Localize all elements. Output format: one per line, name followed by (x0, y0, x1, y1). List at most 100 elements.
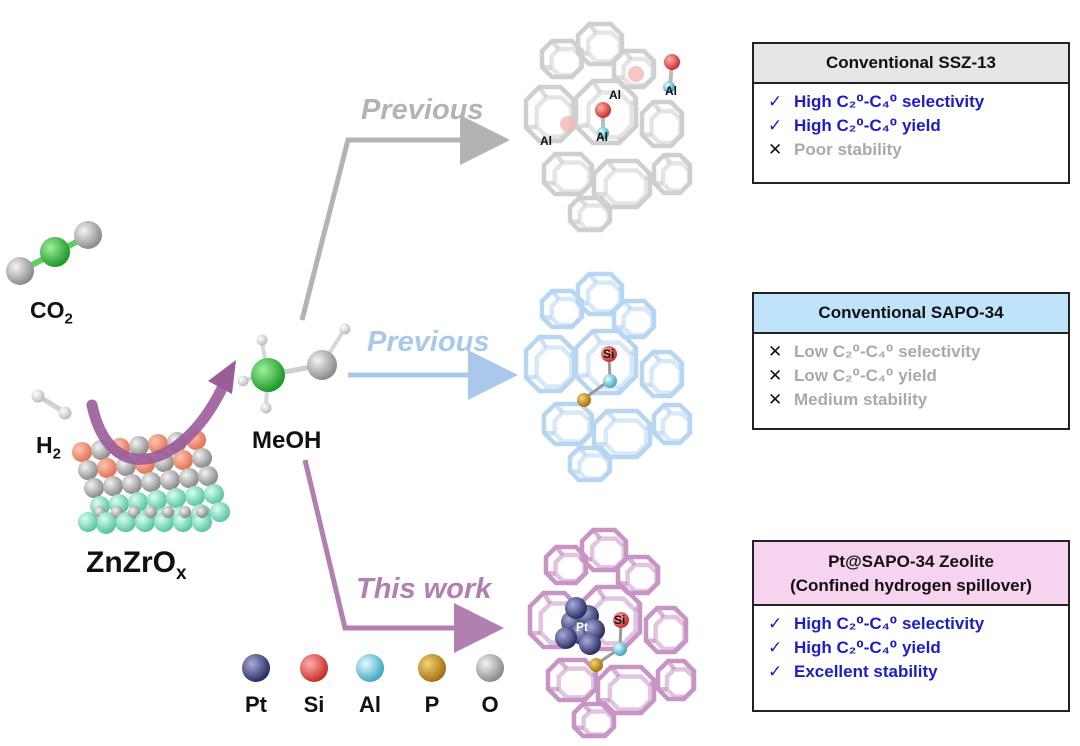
pt-atom (555, 627, 577, 649)
catalyst-sphere (97, 512, 117, 532)
property-list: ✓High C₂⁰-C₄⁰ selectivity ✓High C₂⁰-C₄⁰ … (754, 84, 1068, 166)
cage-bond (587, 164, 595, 172)
pt-sapo34-framework (527, 527, 697, 739)
cage-ring-back (581, 709, 615, 737)
cage-bond (550, 289, 561, 301)
cage-ring-back (660, 411, 692, 443)
cage-bond (626, 555, 637, 567)
list-item: ✓Excellent stability (768, 662, 938, 681)
catalyst-sphere (97, 458, 117, 478)
cage-bond (554, 545, 565, 557)
list-item: ✕Poor stability (768, 140, 902, 159)
al-tag: Al (665, 84, 677, 98)
znzrox-catalyst (72, 430, 230, 534)
cage-bond (603, 733, 608, 738)
cage-bond (644, 422, 652, 431)
cage-bond (605, 159, 617, 172)
cage-bond (606, 456, 613, 463)
cage-bond (575, 372, 589, 379)
cage-bond (541, 314, 552, 320)
cage-bond (581, 556, 593, 562)
catalyst-sphere (204, 484, 224, 504)
cage-bond (591, 528, 602, 541)
catalyst-sphere (141, 472, 161, 492)
cage-bond (557, 658, 569, 671)
cage-ring-back (603, 168, 649, 206)
cage-bond (569, 99, 577, 109)
co2-label: CO2 (30, 297, 73, 328)
property-list: ✕Low C₂⁰-C₄⁰ selectivity ✕Low C₂⁰-C₄⁰ yi… (754, 334, 1068, 416)
cage-bond (553, 152, 565, 165)
cage-bond (657, 686, 668, 692)
pt-cluster (555, 597, 605, 655)
cage-bond (641, 83, 648, 89)
catalyst-sphere (122, 474, 142, 494)
cage-bond (541, 64, 552, 70)
cage-bond (581, 702, 592, 714)
panel-ssz13: Conventional SSZ-13 ✓High C₂⁰-C₄⁰ select… (752, 42, 1070, 184)
si-tag: Si (603, 347, 615, 361)
cage-bond (577, 446, 588, 458)
cage-ring-back (603, 418, 649, 456)
cage-bond (682, 618, 689, 626)
catalyst-sphere (103, 476, 123, 496)
cage-ring-back (556, 666, 596, 700)
cage-bond (678, 439, 684, 445)
cage-bond (682, 695, 688, 701)
cage-bond (668, 391, 675, 397)
legend-label-p: P (424, 692, 440, 717)
cage-bond (678, 112, 685, 120)
cage-bond (587, 22, 598, 35)
cage-bond (650, 310, 657, 317)
cage-bond (591, 670, 599, 678)
panel-pt-sapo34: Pt@SAPO-34 Zeolite (Confined hydrogen sp… (752, 540, 1070, 712)
cage-bond (690, 670, 697, 677)
panel-title: Conventional SAPO-34 (754, 294, 1068, 334)
pathway-arrow-purple (302, 459, 504, 653)
cage-bond (662, 153, 673, 165)
catalyst-sphere (198, 466, 218, 486)
h2-label: H2 (36, 432, 61, 463)
cage-bond (653, 180, 664, 186)
cage-bond (573, 579, 580, 585)
cage-ring-back (664, 667, 696, 699)
pathway-label-gray: Previous (361, 94, 484, 126)
cage-bond (686, 164, 693, 171)
cage-ring-back (653, 614, 687, 652)
al-tag: Al (596, 130, 608, 144)
pt-tag: Pt (576, 620, 588, 634)
cage-bond (537, 335, 549, 349)
cage-ring-back (577, 203, 611, 231)
cage-bond (617, 580, 628, 586)
legend-label-pt: Pt (245, 692, 267, 717)
list-item: ✓High C₂⁰-C₄⁰ yield (768, 116, 941, 135)
cage-bond (543, 180, 555, 186)
panel-title: Pt@SAPO-34 Zeolite (Confined hydrogen sp… (754, 542, 1068, 606)
ssz13-framework (523, 21, 693, 233)
cage-bond (569, 349, 577, 359)
cage-bond (650, 60, 657, 67)
cage-bond (629, 96, 638, 106)
cage-bond (651, 350, 662, 363)
catalyst-sphere (173, 450, 193, 470)
legend-label-si: Si (303, 692, 325, 717)
catalyst-sphere (129, 436, 149, 456)
cage-ring-back (649, 108, 683, 146)
list-item: ✓High C₂⁰-C₄⁰ yield (768, 638, 941, 657)
catalyst-sphere (166, 488, 186, 508)
cage-bond (617, 284, 625, 292)
pt-atom (579, 633, 601, 655)
cage-bond (577, 50, 589, 56)
catalyst-sphere (196, 506, 208, 518)
cage-bond (655, 606, 666, 619)
catalyst-sphere (147, 490, 167, 510)
catalyst-sphere (145, 506, 157, 518)
cage-bond (668, 141, 675, 147)
cage-bond (543, 430, 555, 436)
co2-molecule (6, 221, 102, 285)
cage-bond (613, 74, 624, 80)
cage-bond (569, 468, 580, 475)
meoh-molecule (237, 323, 351, 414)
cage-ring-back (577, 453, 611, 481)
